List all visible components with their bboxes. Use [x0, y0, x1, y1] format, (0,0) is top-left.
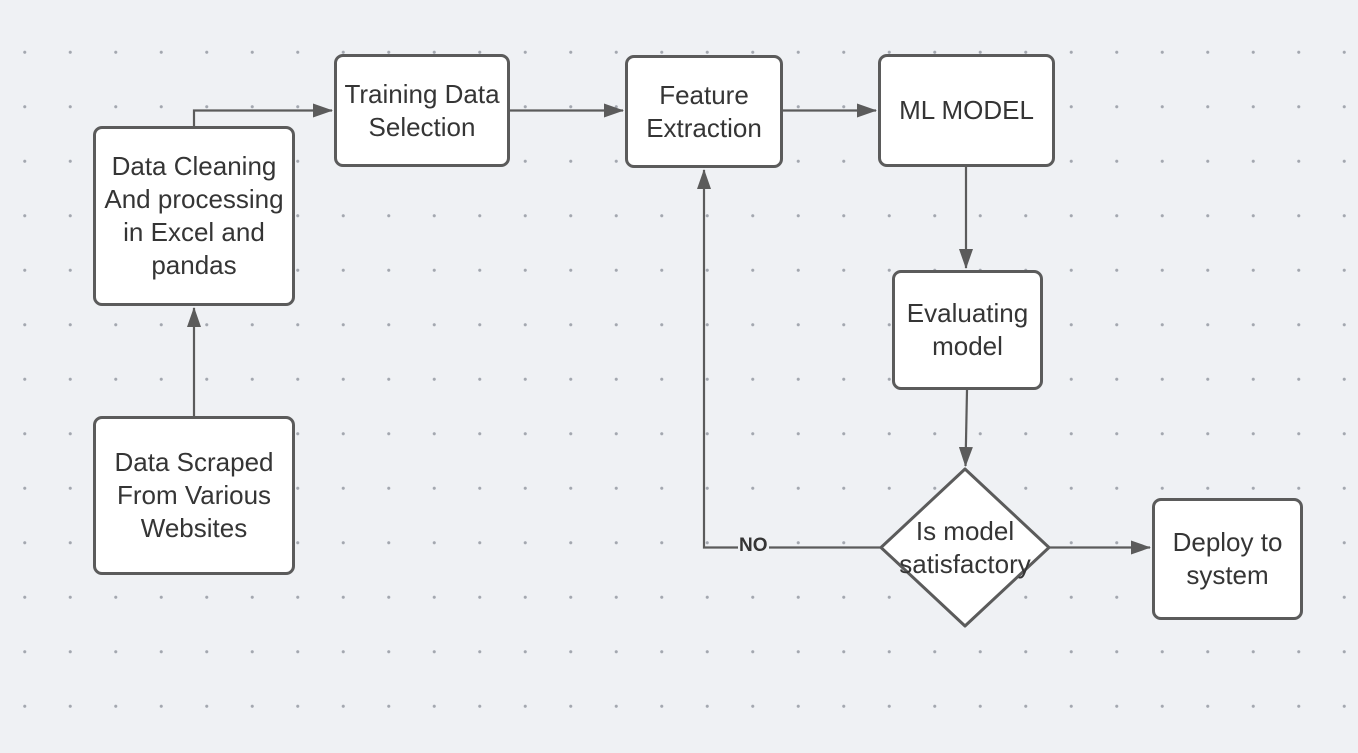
- node-label: ML MODEL: [899, 95, 1034, 125]
- node-data-cleaning: Data Cleaning And processing in Excel an…: [93, 126, 295, 306]
- node-ml-model: ML MODEL: [878, 54, 1055, 167]
- edge-evaluating-model-to-decision: [958, 389, 973, 467]
- node-evaluating-model: Evaluating model: [892, 270, 1043, 390]
- edge-decision-no-to-feature-extraction: [697, 169, 880, 549]
- node-feature-extraction: Feature Extraction: [625, 55, 783, 168]
- node-label: Data Scraped From Various Websites: [114, 447, 274, 543]
- node-is-model-satisfactory: [879, 467, 1051, 628]
- node-label: Training Data Selection: [344, 78, 500, 142]
- node-label: Evaluating model: [906, 298, 1029, 361]
- edge-data-cleaning-to-training-selection: [192, 103, 333, 126]
- edge-label-no: NO: [738, 534, 769, 558]
- node-label: Deploy to system: [1172, 527, 1283, 590]
- node-data-scraped: Data Scraped From Various Websites: [93, 416, 295, 575]
- node-label: Is model satisfactory: [899, 516, 1031, 579]
- decision-label-is-model-satisfactory: Is model satisfactory: [884, 473, 1046, 623]
- node-deploy-system: Deploy to system: [1152, 498, 1303, 620]
- node-training-selection: Training Data Selection: [334, 54, 510, 167]
- node-label: Data Cleaning And processing in Excel an…: [104, 151, 284, 280]
- node-label: Feature Extraction: [646, 79, 762, 143]
